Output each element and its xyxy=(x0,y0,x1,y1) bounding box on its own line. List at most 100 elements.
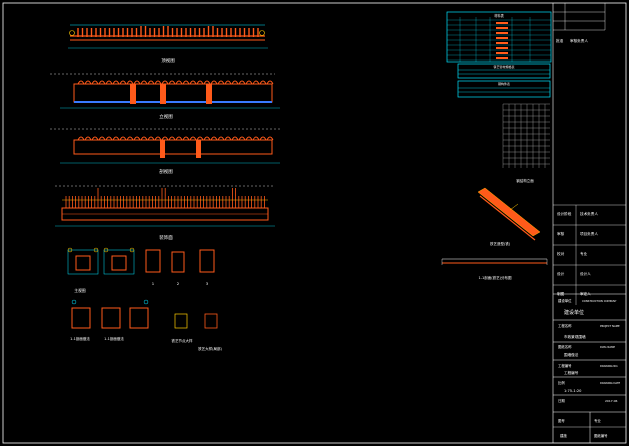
picket-arch xyxy=(133,136,141,141)
tb-row-label: 设计阶段 xyxy=(557,211,572,216)
picket-arch xyxy=(266,80,274,85)
table-swatch xyxy=(496,27,508,29)
picket-arch xyxy=(98,136,106,141)
picket-arch xyxy=(168,80,176,85)
tb-row-label: 校对 xyxy=(557,251,565,256)
picket-arch xyxy=(119,136,127,141)
table-swatch xyxy=(496,37,508,39)
material-table: 材料表 铁艺管材规格表 钢构件表 xyxy=(446,11,552,98)
picket-arch xyxy=(91,80,99,85)
picket-arch xyxy=(126,80,134,85)
picket-arch xyxy=(189,136,197,141)
project-en: PROJECT NAME xyxy=(600,324,620,328)
picket-arch xyxy=(203,136,211,141)
bottom-1: 专业 xyxy=(594,418,601,423)
picket-arch xyxy=(105,136,113,141)
picket-arch xyxy=(196,136,204,141)
picket-arch xyxy=(245,136,253,141)
dwgno-en: DRAWING NO. xyxy=(600,364,618,368)
title-block: 批准 审核负责人 设计阶段技术负责人审核项目负责人校对专业设计设计人制图审定人 … xyxy=(552,3,626,443)
picket-arch xyxy=(259,80,267,85)
picket-arch xyxy=(140,80,148,85)
tb-row-label: 设计 xyxy=(557,271,565,276)
caption-node-detail: 铁艺节点大样 xyxy=(172,338,193,343)
caption-detail-1: 1 xyxy=(152,281,155,286)
picket-arch xyxy=(168,136,176,141)
picket-arch xyxy=(84,136,92,141)
picket-arch xyxy=(238,136,246,141)
date-value: 2017.06 xyxy=(605,399,617,403)
client-en: CONSTRUCTION COMPANY xyxy=(582,299,617,303)
picket-arch xyxy=(189,80,197,85)
fence-bars xyxy=(62,188,268,208)
table-swatch xyxy=(496,57,508,59)
client-label: 建设单位 xyxy=(558,298,572,303)
picket-arch xyxy=(77,80,85,85)
sub-table-2-title: 钢构件表 xyxy=(498,81,510,86)
project-label: 工程名称 xyxy=(558,323,572,328)
title-block-top-0: 批准 xyxy=(556,38,564,43)
picket-arch xyxy=(224,136,232,141)
picket-arch xyxy=(147,136,155,141)
picket-arch xyxy=(77,136,85,141)
picket-arch xyxy=(112,136,120,141)
table-swatch xyxy=(496,42,508,44)
tb-row-value: 专业 xyxy=(580,251,588,256)
picket-arch xyxy=(217,80,225,85)
elevation-decor-view: 装饰面 xyxy=(55,185,275,241)
detail-column-2 xyxy=(103,247,135,275)
tb-row-value: 项目负责人 xyxy=(580,231,598,236)
caption-detail-main: 主视图 xyxy=(74,288,86,293)
caption-section-view: 剖视图 xyxy=(159,168,173,175)
dwgno-value: 工程编号 xyxy=(564,370,579,375)
caption-section-1: 1-1剖面做法 xyxy=(70,336,90,341)
tb-row-value: 设计人 xyxy=(580,271,591,276)
picket-arch xyxy=(154,136,162,141)
fence-posts xyxy=(77,26,259,37)
picket-arch xyxy=(147,80,155,85)
details-row-1: 主视图 1 2 3 xyxy=(67,247,215,293)
client-name: 建设单位 xyxy=(564,309,584,316)
picket-arch xyxy=(182,136,190,141)
scale-value: 1:75-1:20 xyxy=(564,389,582,393)
caption-top-view: 顶视图 xyxy=(161,57,175,64)
dwgno-label: 工程编号 xyxy=(558,363,572,368)
picket-arch xyxy=(119,80,127,85)
title-block-top-1: 审核负责人 xyxy=(570,38,588,43)
picket-arch xyxy=(217,136,225,141)
picket-arch xyxy=(238,80,246,85)
picket-arch xyxy=(175,80,183,85)
picket-arch xyxy=(252,136,260,141)
grid-lines xyxy=(502,103,550,168)
caption-detail-2: 2 xyxy=(177,281,180,286)
details-row-2: 1-1剖面做法 1-1剖面做法 铁艺节点大样 铁艺大样(局部) xyxy=(70,299,222,351)
picket-arch xyxy=(196,80,204,85)
table-swatch xyxy=(496,47,508,49)
picket-arch xyxy=(210,80,218,85)
fence-pickets xyxy=(77,136,274,141)
caption-detail-3: 3 xyxy=(206,281,209,286)
table-swatch xyxy=(496,32,508,34)
elevation-top-view: 顶视图 xyxy=(68,24,268,64)
caption-decor-view: 装饰面 xyxy=(159,234,173,241)
drawing-en: DWG NAME xyxy=(600,345,615,349)
elevation-front-view: 立视图 xyxy=(50,73,280,120)
picket-arch xyxy=(105,80,113,85)
caption-section-right: 1-1剖面(铁艺)分布图 xyxy=(479,275,512,280)
title-block-rows: 设计阶段技术负责人审核项目负责人校对专业设计设计人制图审定人 xyxy=(553,204,626,305)
bottom-2: 建施 xyxy=(560,433,567,438)
scale-label: 比例 xyxy=(558,380,565,385)
caption-section-2: 1-1剖面做法 xyxy=(104,336,124,341)
picket-arch xyxy=(245,80,253,85)
picket-arch xyxy=(98,80,106,85)
sub-table-1-title: 铁艺管材规格表 xyxy=(493,64,514,69)
bottom-3: 图纸编号 xyxy=(594,433,608,438)
picket-arch xyxy=(154,80,162,85)
picket-arch xyxy=(210,136,218,141)
project-name: 市政景观围墙 xyxy=(564,334,586,339)
picket-arch xyxy=(252,80,260,85)
picket-arch xyxy=(91,136,99,141)
picket-arch xyxy=(140,136,148,141)
